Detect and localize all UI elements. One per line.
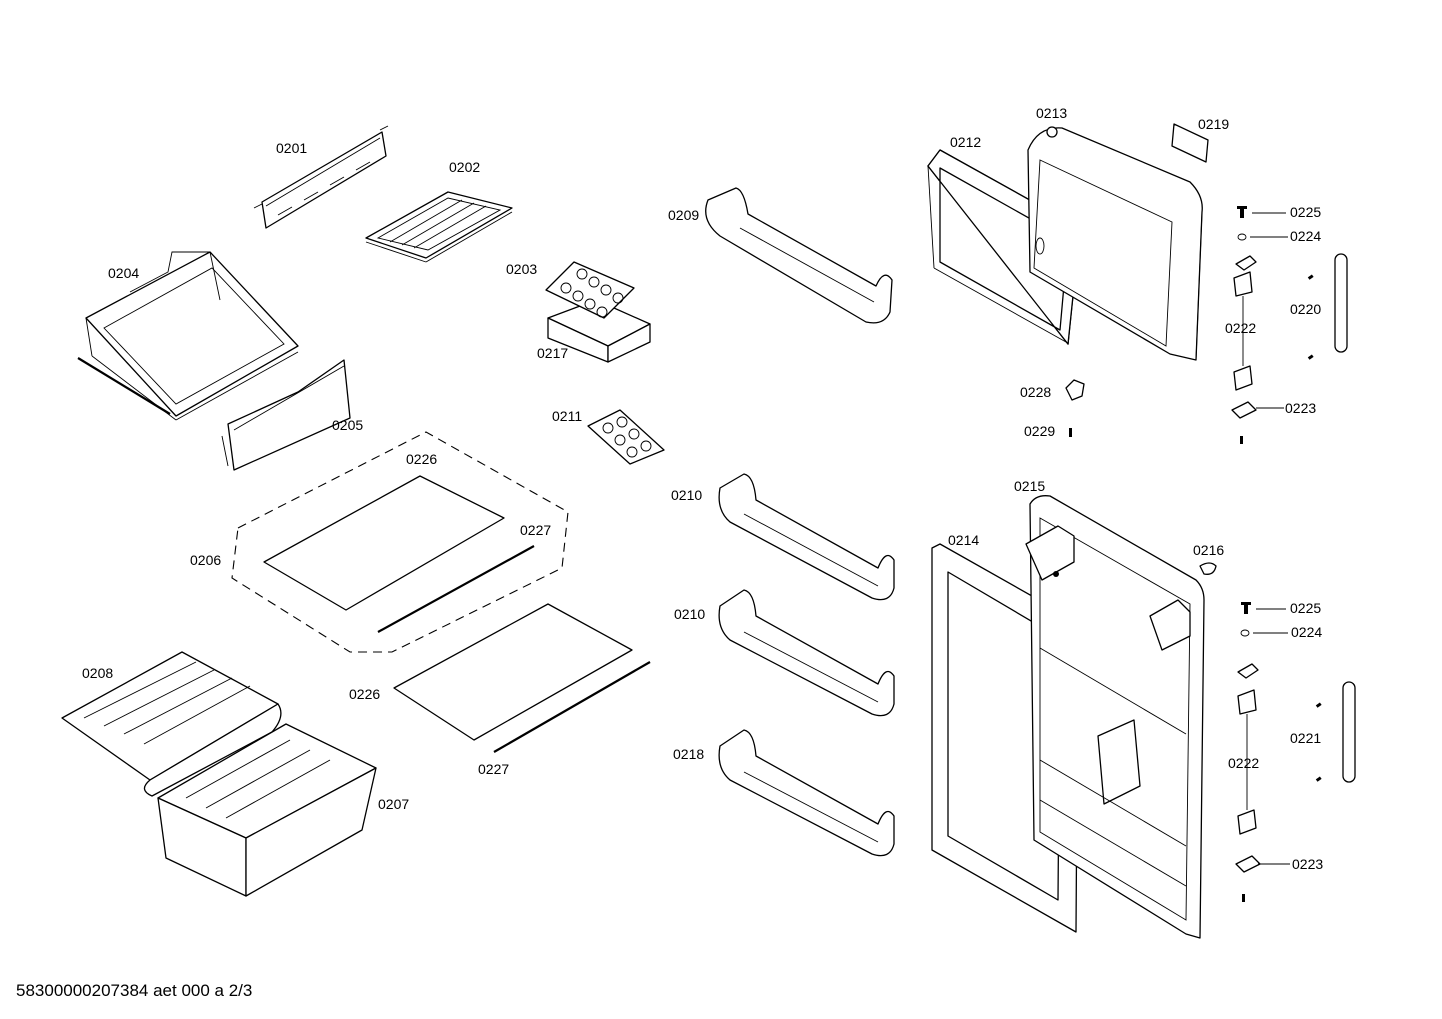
part-0209-door-bin [705, 187, 893, 324]
document-reference: 58300000207384 aet 000 a 2/3 [16, 981, 253, 1000]
part-0221-hinge-pin [1342, 681, 1356, 783]
label-0211: 0211 [552, 408, 582, 424]
label-0224-upper: 0224 [1290, 228, 1321, 244]
label-0221: 0221 [1290, 730, 1321, 746]
label-0218: 0218 [673, 746, 704, 762]
part-0202-shelf-rack [365, 191, 513, 263]
leader-lines [1250, 212, 1290, 865]
part-0203-0217-ice-tray-box [545, 261, 651, 363]
part-0210-door-bin-b [718, 589, 895, 717]
label-0228: 0228 [1020, 384, 1051, 400]
label-0213: 0213 [1036, 105, 1067, 121]
label-0223-lower: 0223 [1292, 856, 1323, 872]
label-0215: 0215 [1014, 478, 1045, 494]
label-0223-upper: 0223 [1285, 400, 1316, 416]
label-0205: 0205 [332, 417, 363, 433]
label-0219: 0219 [1198, 116, 1229, 132]
label-0212: 0212 [950, 134, 981, 150]
label-0226-lower: 0226 [349, 686, 380, 702]
part-0220-hinge-pin [1334, 253, 1348, 353]
label-0217: 0217 [537, 345, 568, 361]
label-0210-a: 0210 [671, 487, 702, 503]
label-0226-upper: 0226 [406, 451, 437, 467]
label-0214: 0214 [948, 532, 979, 548]
part-0219-label [1171, 123, 1209, 163]
part-labels: 0201 0202 0204 0203 0209 0217 0205 0211 … [82, 105, 1323, 872]
part-0210-door-bin-a [718, 473, 895, 601]
part-0228-0229-clip-screw [1065, 379, 1085, 437]
label-0220: 0220 [1290, 301, 1321, 317]
part-0215-fridge-door [1025, 495, 1205, 939]
part-0226-0227-shelf-lower [393, 603, 651, 753]
label-0201: 0201 [276, 140, 307, 156]
label-0225-upper: 0225 [1290, 204, 1321, 220]
label-0209: 0209 [668, 207, 699, 223]
label-0222-upper: 0222 [1225, 320, 1256, 336]
part-0201-cover-panel [253, 125, 389, 229]
part-0213-freezer-door [1027, 126, 1203, 361]
label-0227-upper: 0227 [520, 522, 551, 538]
label-0202: 0202 [449, 159, 480, 175]
label-0203: 0203 [506, 261, 537, 277]
label-0207: 0207 [378, 796, 409, 812]
label-0208: 0208 [82, 665, 113, 681]
part-0218-door-bin [718, 729, 895, 857]
part-0211-egg-tray [587, 409, 665, 465]
part-0204-drawer [77, 251, 299, 421]
label-0222-lower: 0222 [1228, 755, 1259, 771]
part-0205-front-panel [221, 359, 351, 471]
part-0212-freezer-gasket [927, 149, 1081, 345]
part-hinge-upper [1231, 206, 1314, 444]
label-0210-b: 0210 [674, 606, 705, 622]
label-0225-lower: 0225 [1290, 600, 1321, 616]
label-0216: 0216 [1193, 542, 1224, 558]
part-0206-shelf-group [231, 431, 569, 653]
label-0227-lower: 0227 [478, 761, 509, 777]
label-0204: 0204 [108, 265, 139, 281]
part-0207-crisper-drawer [157, 723, 377, 897]
label-0206: 0206 [190, 552, 221, 568]
label-0224-lower: 0224 [1291, 624, 1322, 640]
part-0216-plug [1199, 562, 1217, 575]
label-0229: 0229 [1024, 423, 1055, 439]
